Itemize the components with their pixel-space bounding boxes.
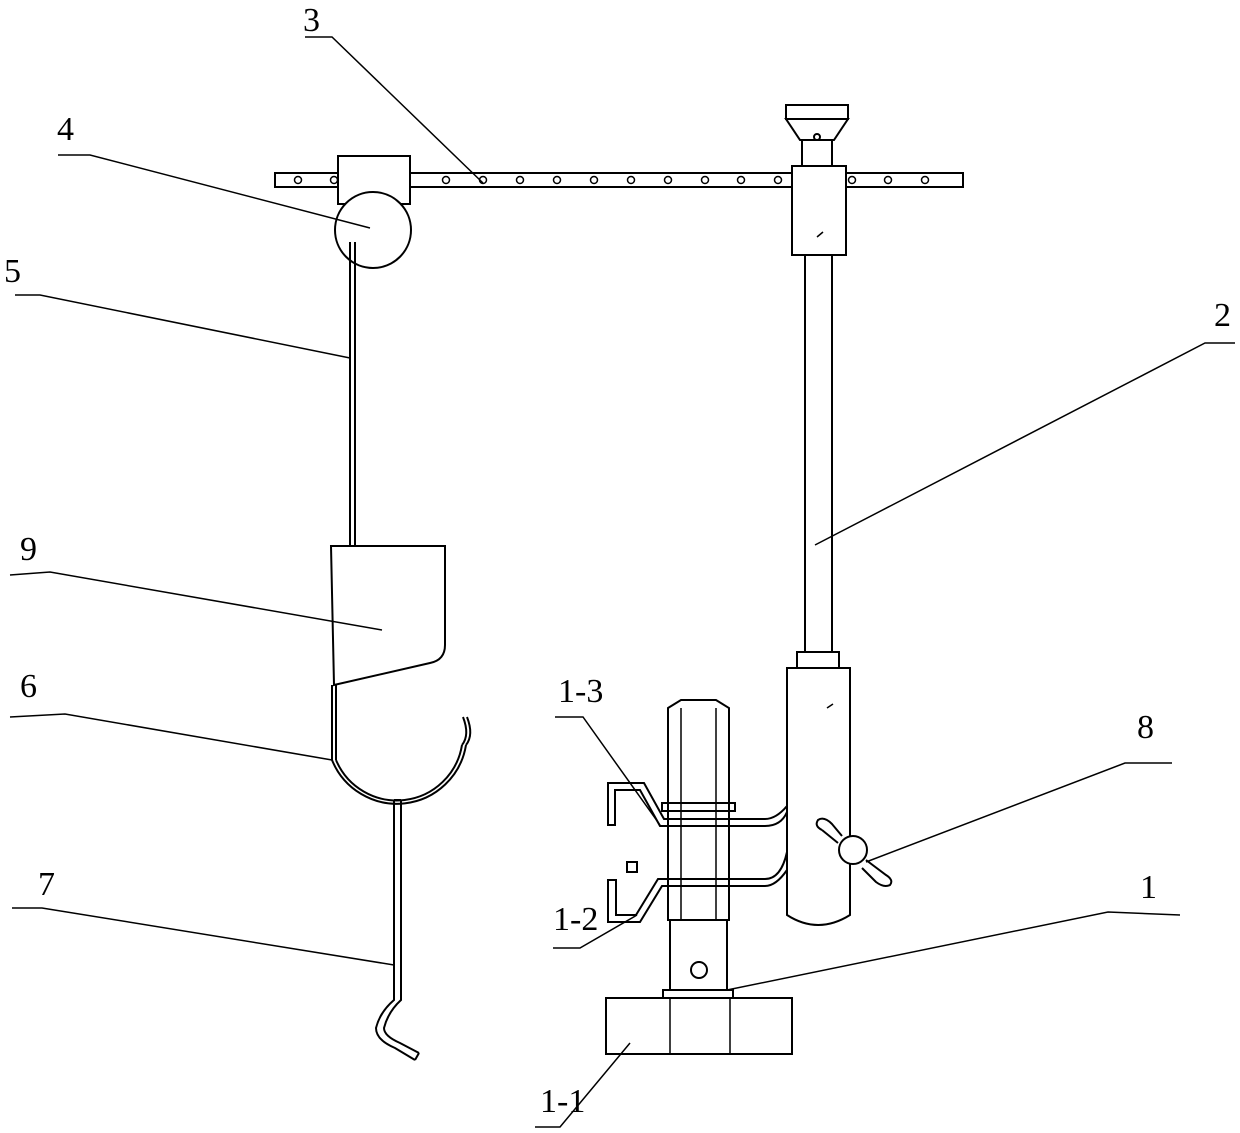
label-6: 6: [20, 668, 37, 705]
top-cap: [786, 105, 848, 166]
crossbar-hole: [702, 177, 709, 184]
pulley-wheel: [335, 192, 411, 268]
crossbar-hole: [517, 177, 524, 184]
crossbar-hole: [849, 177, 856, 184]
crossbar-hole: [885, 177, 892, 184]
leader-lines: [10, 37, 1235, 1127]
part-labels: 3 4 5 2 9 6 1-3 8 7 1-2 1 1-1: [4, 2, 1231, 1120]
column-collar: [792, 166, 846, 255]
crossbar-hole: [331, 177, 338, 184]
crossbar-hole: [443, 177, 450, 184]
crossbar-hole: [295, 177, 302, 184]
label-5: 5: [4, 253, 21, 290]
label-1-1: 1-1: [540, 1083, 585, 1120]
lower-sleeve: [787, 668, 850, 925]
lock-handle: [817, 819, 892, 886]
crossbar-hole: [922, 177, 929, 184]
upright-column: [797, 255, 839, 668]
crossbar-hole: [628, 177, 635, 184]
curved-tray: [332, 685, 470, 804]
label-3: 3: [303, 2, 320, 39]
crossbar-hole: [775, 177, 782, 184]
label-7: 7: [38, 866, 55, 903]
vertical-post: [663, 700, 733, 998]
label-1-2: 1-2: [553, 901, 598, 938]
connecting-brackets: [608, 783, 787, 922]
crossbar-hole: [591, 177, 598, 184]
pulley-assembly: [335, 156, 411, 268]
crossbar-hole: [554, 177, 561, 184]
crossbar-hole: [738, 177, 745, 184]
label-2: 2: [1214, 297, 1231, 334]
rope: [350, 242, 355, 546]
label-1: 1: [1140, 869, 1157, 906]
hook-rod: [376, 800, 419, 1060]
bucket: [331, 546, 445, 685]
label-1-3: 1-3: [558, 673, 603, 710]
label-4: 4: [57, 111, 74, 148]
label-9: 9: [20, 531, 37, 568]
crossbar-hole: [665, 177, 672, 184]
label-8: 8: [1137, 709, 1154, 746]
base-block: [606, 998, 792, 1054]
